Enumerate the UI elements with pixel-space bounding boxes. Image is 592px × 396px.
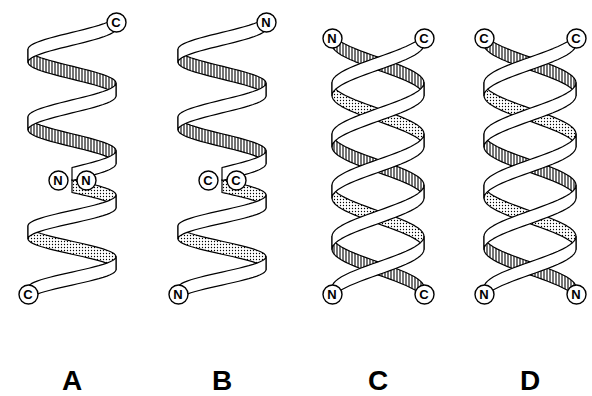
circle-shape <box>77 171 96 190</box>
circle-shape <box>567 285 586 304</box>
ribbon-back <box>484 32 576 96</box>
circle-shape <box>323 285 342 304</box>
ribbon-back <box>332 185 424 249</box>
terminus-circle: N <box>322 28 343 49</box>
ribbon-front <box>178 195 266 239</box>
ribbon-back <box>484 83 576 147</box>
circle-shape <box>257 13 276 32</box>
ribbon-back <box>28 226 116 270</box>
ribbon-back <box>332 134 424 198</box>
panel-letter: C <box>368 367 388 395</box>
terminus-circle: C <box>106 12 127 33</box>
ribbon-front <box>28 16 116 63</box>
terminus-circle: N <box>322 284 343 305</box>
ribbon-back <box>178 49 266 96</box>
circle-shape <box>169 285 188 304</box>
panel-letter: A <box>62 367 82 395</box>
ribbon-back <box>332 32 424 96</box>
circle-shape <box>107 13 126 32</box>
circle-shape <box>475 29 494 48</box>
terminus-circle: C <box>414 28 435 49</box>
circle-shape <box>567 29 586 48</box>
ribbon-front <box>332 185 424 249</box>
ribbon-back <box>332 83 424 147</box>
ribbon-back <box>28 117 116 164</box>
ribbon-front <box>178 257 266 301</box>
ribbon-back <box>484 185 576 249</box>
terminus-letter: C <box>111 16 120 29</box>
circle-shape <box>475 285 494 304</box>
terminus-circle: N <box>48 170 69 191</box>
ribbon-back <box>332 236 424 300</box>
panel-letter: D <box>520 367 540 395</box>
terminus-letter: N <box>261 16 270 29</box>
ribbon-front <box>332 83 424 147</box>
terminus-letter: C <box>571 32 580 45</box>
ribbon-back <box>484 134 576 198</box>
terminus-letter: N <box>571 288 580 301</box>
terminus-letter: N <box>53 174 62 187</box>
terminus-circle: N <box>256 12 277 33</box>
terminus-letter: C <box>231 174 240 187</box>
ribbon-back <box>178 117 266 164</box>
terminus-letter: C <box>479 32 488 45</box>
terminus-circle: N <box>566 284 587 305</box>
ribbon-front <box>484 83 576 147</box>
ribbon-front <box>178 16 266 63</box>
ribbon-front <box>28 83 116 130</box>
terminus-letter: C <box>23 288 32 301</box>
panel-letter: B <box>212 367 232 395</box>
ribbon-front <box>332 134 424 198</box>
ribbon-front <box>332 236 424 300</box>
ribbon-front <box>484 32 576 96</box>
terminus-letter: N <box>327 32 336 45</box>
terminus-circle: C <box>226 170 247 191</box>
circle-shape <box>415 29 434 48</box>
ribbon-front <box>332 32 424 96</box>
terminus-letter: C <box>419 32 428 45</box>
ribbon-front <box>484 185 576 249</box>
ribbon-back <box>178 226 266 270</box>
ribbon-back <box>484 236 576 300</box>
terminus-letter: N <box>173 288 182 301</box>
ribbon-front <box>484 236 576 300</box>
circle-shape <box>199 171 218 190</box>
terminus-letter: N <box>81 174 90 187</box>
terminus-circle: C <box>474 28 495 49</box>
terminus-circle: N <box>76 170 97 191</box>
terminus-letter: N <box>479 288 488 301</box>
terminus-circle: N <box>168 284 189 305</box>
ribbon-front <box>28 257 116 301</box>
circle-shape <box>227 171 246 190</box>
terminus-circle: N <box>474 284 495 305</box>
circle-shape <box>49 171 68 190</box>
terminus-letter: C <box>203 174 212 187</box>
circle-shape <box>19 285 38 304</box>
terminus-circle: C <box>18 284 39 305</box>
terminus-letter: N <box>327 288 336 301</box>
terminus-circle: C <box>566 28 587 49</box>
terminus-circle: C <box>414 284 435 305</box>
terminus-circle: C <box>198 170 219 191</box>
ribbon-front <box>484 134 576 198</box>
ribbon-front <box>178 83 266 130</box>
terminus-letter: C <box>419 288 428 301</box>
circle-shape <box>415 285 434 304</box>
ribbon-front <box>28 195 116 239</box>
circle-shape <box>323 29 342 48</box>
ribbon-back <box>28 49 116 96</box>
